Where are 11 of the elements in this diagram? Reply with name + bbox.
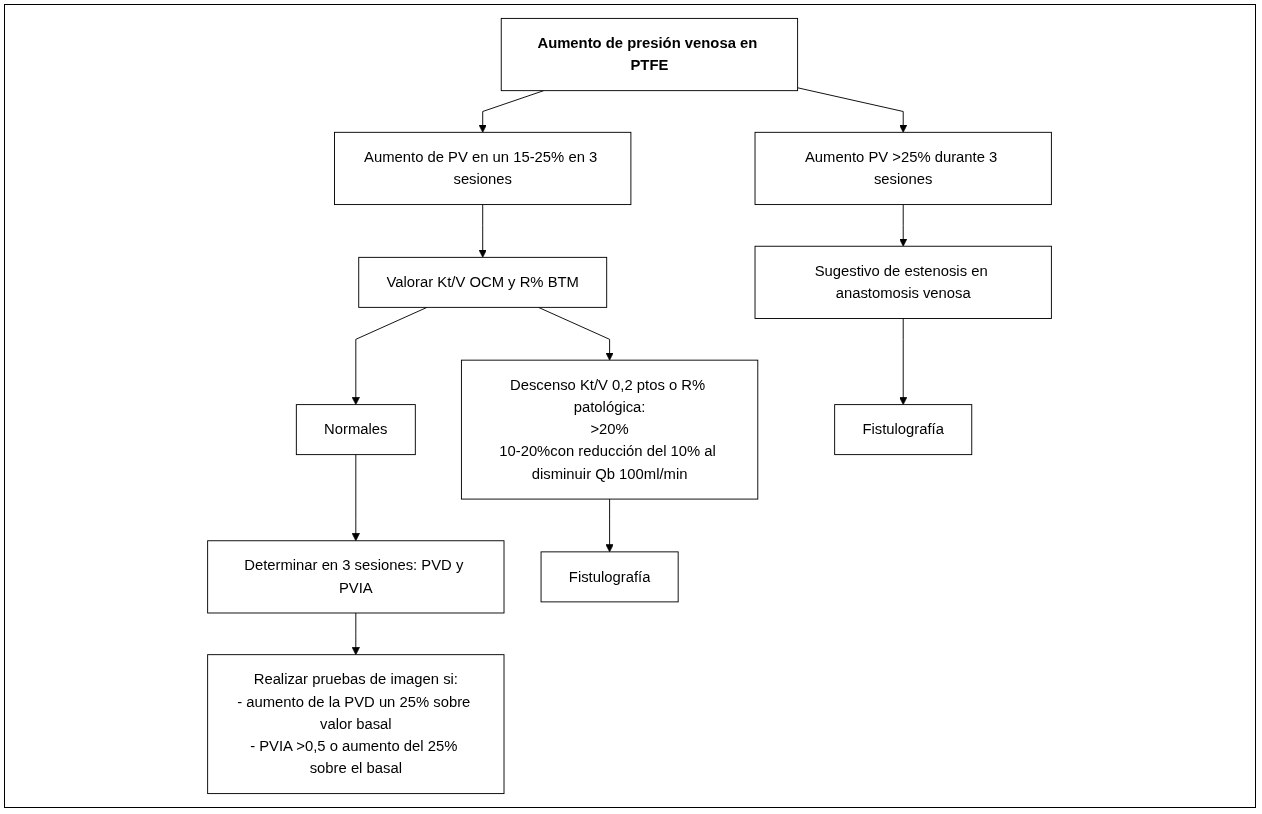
node-box: Fistulografía — [541, 551, 680, 603]
node-box: Aumento de PV en un 15-25% en 3 sesiones — [334, 131, 632, 206]
node-box: Realizar pruebas de imagen si: - aumento de la PVD un 25% sobre valor basal - PVIA >0,5 o aumento del 25% sobre el basal — [207, 654, 505, 795]
node-box: Aumento de presión venosa en PTFE — [501, 17, 799, 92]
node-box: Fistulografía — [834, 404, 973, 456]
node-box: Normales — [296, 404, 417, 456]
node-box: Valorar Kt/V OCM y R% BTM — [358, 256, 608, 308]
node-box: Determinar en 3 sesiones: PVD y PVIA — [207, 540, 505, 614]
node-box: Sugestivo de estenosis en anastomosis venosa — [755, 245, 1053, 319]
node-box: Descenso Kt/V 0,2 ptos o R% patológica: >20% 10-20%con reducción del 10% al disminuir Qb 100ml/min — [461, 359, 759, 500]
node-box: Aumento PV >25% durante 3 sesiones — [755, 131, 1053, 206]
